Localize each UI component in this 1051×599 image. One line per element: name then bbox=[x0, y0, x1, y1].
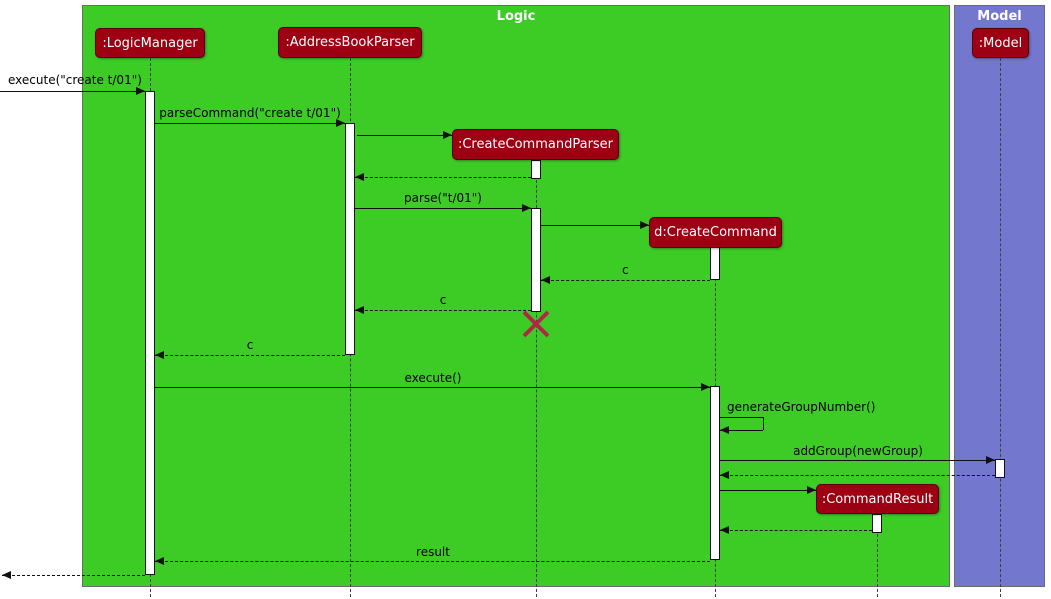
arrowhead-return-command-result bbox=[720, 526, 729, 534]
arrowhead-create-command bbox=[640, 221, 649, 229]
arrowhead-add-group bbox=[986, 456, 995, 464]
model-frame: Model bbox=[954, 5, 1045, 587]
return-line-c2 bbox=[355, 310, 531, 311]
participant-model: :Model bbox=[972, 28, 1029, 58]
message-line-execute bbox=[155, 387, 710, 388]
return-line-parser-created bbox=[355, 177, 531, 178]
lifeline-command-result bbox=[877, 514, 878, 597]
return-label-c1: c bbox=[622, 263, 629, 277]
activation-model bbox=[995, 459, 1005, 478]
activation-create-command-parser-1 bbox=[531, 160, 541, 179]
return-label-c3: c bbox=[246, 338, 254, 352]
message-line-execute-in bbox=[0, 91, 145, 92]
participant-address-book-parser: :AddressBookParser bbox=[278, 27, 422, 58]
message-label-parse: parse("t/01") bbox=[404, 191, 482, 205]
return-line-c3 bbox=[155, 355, 345, 356]
message-line-create-result bbox=[720, 490, 816, 491]
arrowhead-parse-command bbox=[336, 119, 345, 127]
return-line-result bbox=[155, 561, 710, 562]
participant-create-command-parser: :CreateCommandParser bbox=[452, 129, 619, 160]
participant-create-command-parser-label: :CreateCommandParser bbox=[457, 137, 614, 152]
participant-command-result-label: :CommandResult bbox=[821, 491, 934, 507]
arrowhead-c2 bbox=[355, 306, 364, 314]
return-label-c2: c bbox=[439, 293, 447, 307]
activation-command-result bbox=[872, 514, 882, 533]
self-call-line-bottom bbox=[720, 430, 763, 431]
destroy-marker-icon bbox=[521, 309, 551, 339]
arrowhead-return-out bbox=[2, 571, 11, 579]
return-label-result: result bbox=[416, 545, 450, 559]
participant-model-label: :Model bbox=[978, 35, 1023, 51]
message-line-add-group bbox=[720, 460, 995, 461]
message-label-parse-command: parseCommand("create t/01") bbox=[159, 106, 341, 120]
message-line-parse-command bbox=[155, 123, 345, 124]
message-line-create-parser bbox=[357, 135, 452, 136]
message-label-generate-group-number: generateGroupNumber() bbox=[727, 400, 876, 414]
arrowhead-c3 bbox=[155, 351, 164, 359]
message-label-execute-in: execute("create t/01") bbox=[8, 73, 142, 87]
lifeline-create-command-parser bbox=[536, 160, 537, 597]
participant-logic-manager: :LogicManager bbox=[95, 28, 205, 58]
return-line-model bbox=[720, 475, 995, 476]
message-line-parse bbox=[355, 208, 531, 209]
arrowhead-parse bbox=[522, 204, 531, 212]
activation-create-command-parser-2 bbox=[531, 208, 541, 312]
participant-create-command: d:CreateCommand bbox=[649, 217, 782, 248]
self-call-line-top bbox=[720, 417, 763, 418]
message-label-execute: execute() bbox=[404, 371, 462, 385]
return-line-command-result bbox=[720, 530, 872, 531]
model-frame-title: Model bbox=[977, 9, 1022, 24]
message-line-create-command bbox=[541, 225, 649, 226]
participant-command-result: :CommandResult bbox=[816, 484, 939, 514]
activation-address-book-parser bbox=[345, 123, 355, 355]
arrowhead-result bbox=[155, 557, 164, 565]
activation-create-command-1 bbox=[710, 247, 720, 280]
participant-address-book-parser-label: :AddressBookParser bbox=[285, 35, 415, 50]
logic-frame-title: Logic bbox=[496, 9, 536, 24]
lifeline-model bbox=[1000, 58, 1001, 597]
arrowhead-generate-group-number bbox=[720, 426, 729, 434]
message-label-add-group: addGroup(newGroup) bbox=[793, 444, 923, 458]
arrowhead-execute-in bbox=[136, 87, 145, 95]
arrowhead-create-result bbox=[807, 486, 816, 494]
return-line-c1 bbox=[541, 280, 710, 281]
activation-logic-manager bbox=[145, 91, 155, 575]
return-line-out bbox=[2, 575, 145, 576]
self-call-line-side bbox=[763, 417, 764, 430]
arrowhead-parser-created bbox=[355, 173, 364, 181]
participant-create-command-label: d:CreateCommand bbox=[654, 225, 777, 240]
activation-create-command-2 bbox=[710, 386, 720, 560]
participant-logic-manager-label: :LogicManager bbox=[102, 35, 198, 51]
arrowhead-c1 bbox=[541, 276, 550, 284]
arrowhead-return-model bbox=[720, 471, 729, 479]
arrowhead-create-parser bbox=[443, 131, 452, 139]
arrowhead-execute bbox=[701, 383, 710, 391]
